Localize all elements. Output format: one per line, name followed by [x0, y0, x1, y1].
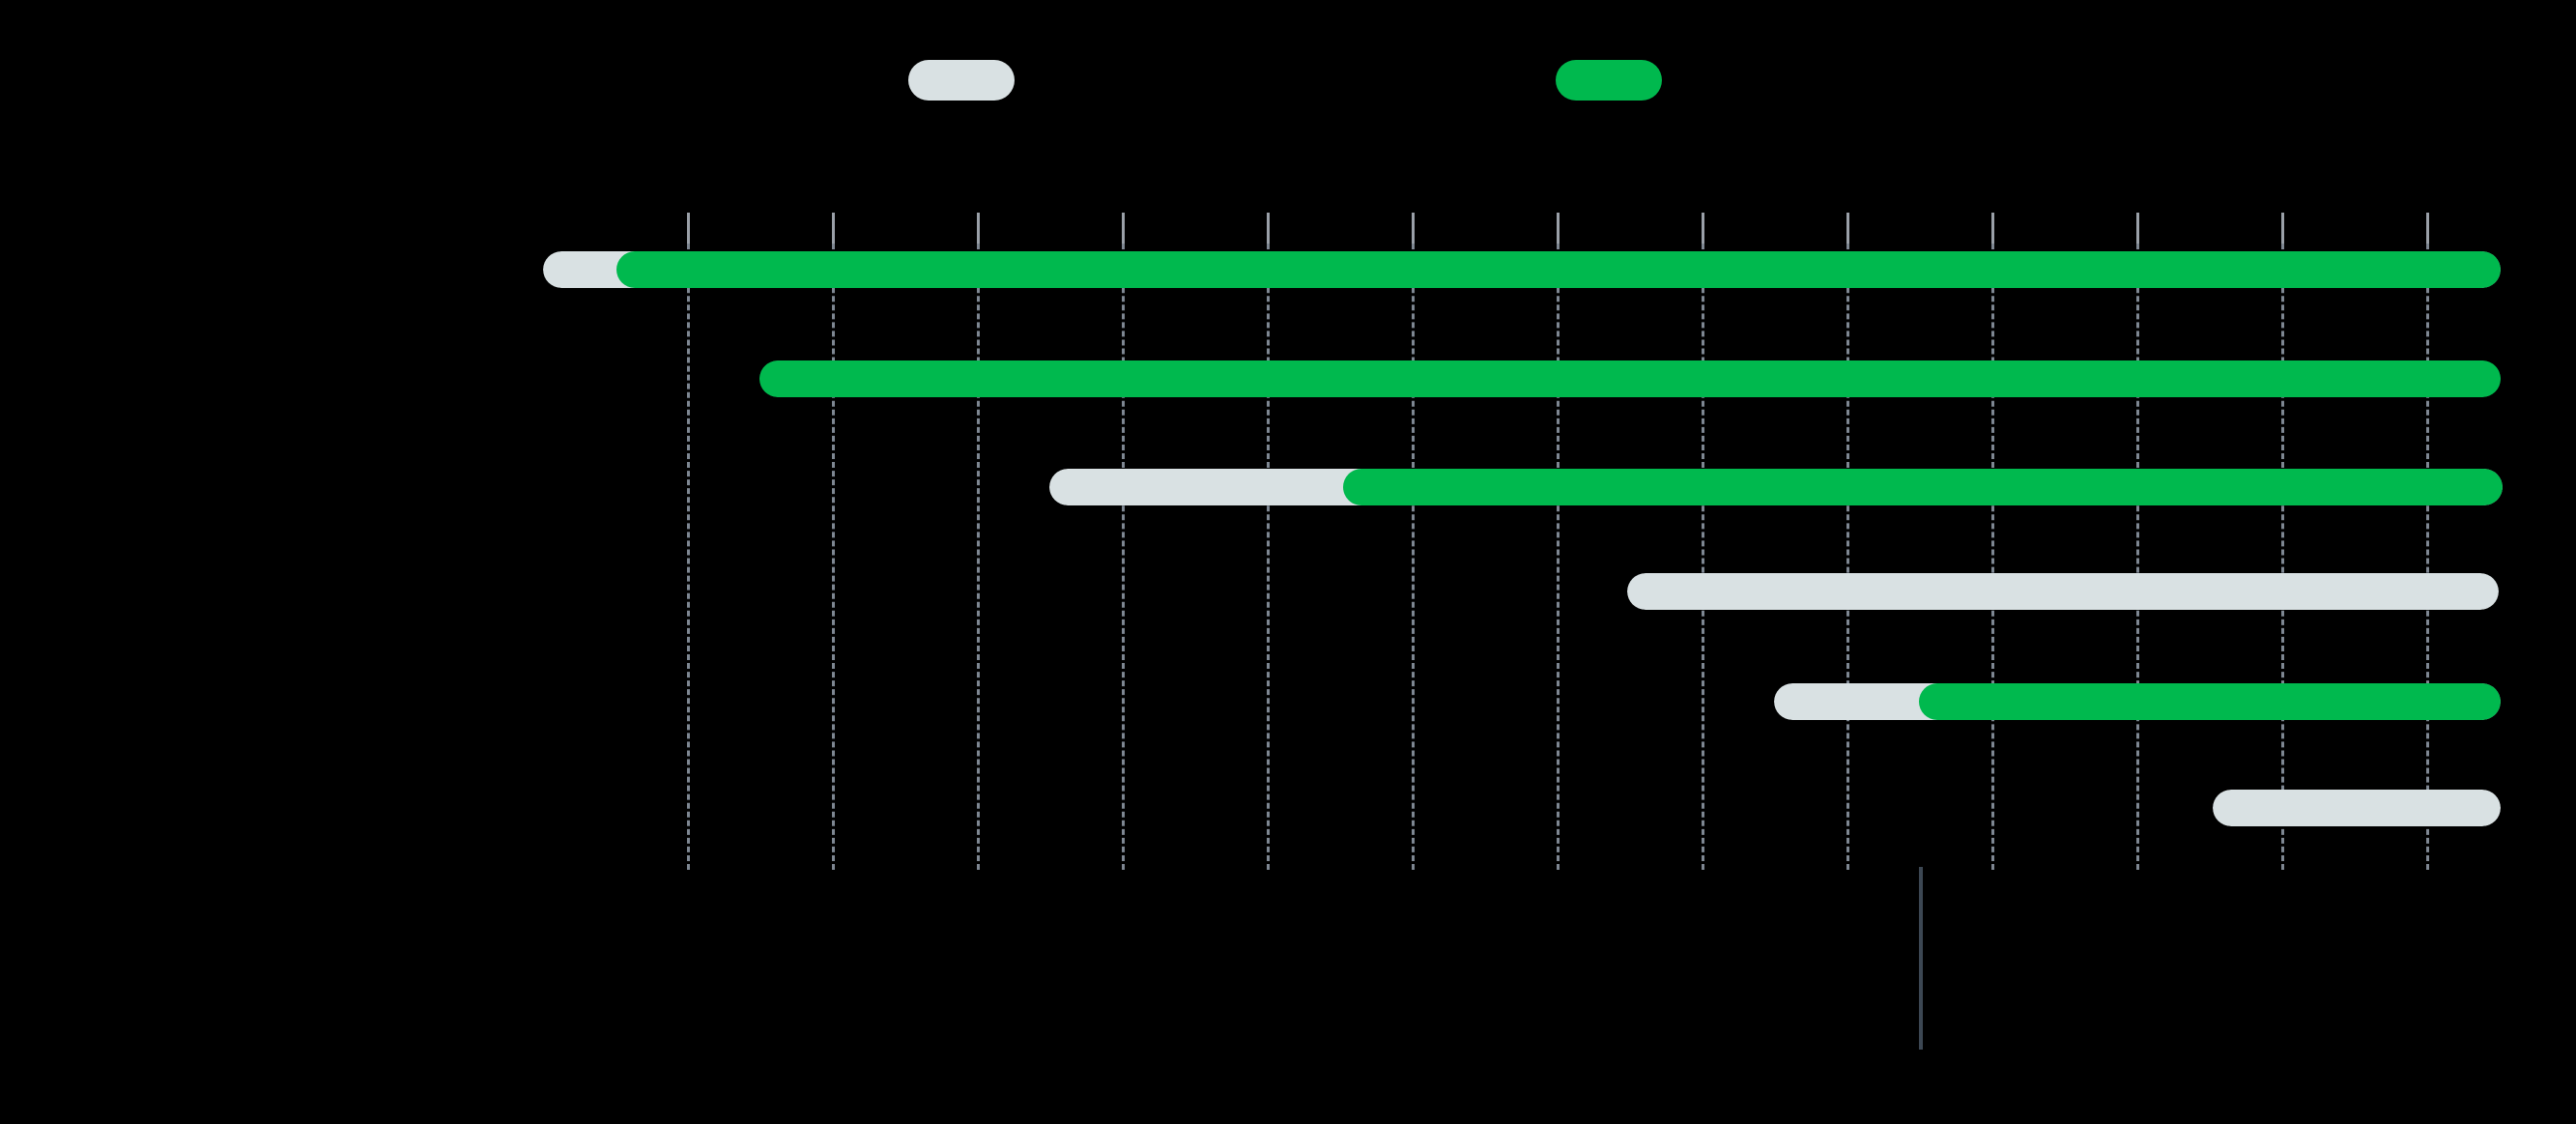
legend-swatch-remaining	[908, 60, 1015, 101]
today-marker[interactable]	[1919, 867, 1923, 1050]
x-axis-gridline	[1412, 244, 1415, 870]
x-axis-tick	[1846, 213, 1849, 244]
x-axis-tick	[1991, 213, 1994, 244]
x-axis-tick	[2281, 213, 2284, 244]
x-axis-tick	[687, 213, 690, 244]
x-axis-gridline	[1991, 244, 1994, 870]
x-axis-tick	[1702, 213, 1704, 244]
gantt-bar[interactable]	[2213, 790, 2501, 826]
x-axis-tick	[2426, 213, 2429, 244]
x-axis-gridline	[977, 244, 980, 870]
x-axis-gridline	[1702, 244, 1704, 870]
gantt-bar-progress	[1343, 469, 2503, 505]
x-axis-gridline	[687, 244, 690, 870]
legend-item-remaining[interactable]	[908, 58, 1030, 102]
x-axis-gridline	[832, 244, 835, 870]
x-axis-tick	[1557, 213, 1560, 244]
gantt-bar-progress	[1919, 683, 2501, 720]
legend-item-progress[interactable]	[1556, 58, 1677, 102]
gantt-bar-remaining	[1627, 573, 2499, 610]
x-axis-gridline	[2136, 244, 2139, 870]
x-axis-gridline	[1557, 244, 1560, 870]
gantt-bar[interactable]	[759, 360, 2501, 397]
gantt-bar[interactable]	[1627, 573, 2499, 610]
x-axis-gridline	[2426, 244, 2429, 870]
x-axis-gridline	[1267, 244, 1270, 870]
x-axis-gridline	[1122, 244, 1125, 870]
chart-legend	[0, 0, 2576, 174]
x-axis-tick	[977, 213, 980, 244]
x-axis-tick	[1122, 213, 1125, 244]
x-axis-tick	[2136, 213, 2139, 244]
x-axis-gridline	[2281, 244, 2284, 870]
gantt-bar[interactable]	[1049, 469, 2503, 505]
gantt-bar[interactable]	[1774, 683, 2501, 720]
gantt-bar-progress	[616, 251, 2501, 288]
gantt-bar-progress	[759, 360, 2501, 397]
x-axis-tick	[1267, 213, 1270, 244]
x-axis-tick	[1412, 213, 1415, 244]
legend-swatch-progress	[1556, 60, 1662, 101]
gantt-bar[interactable]	[543, 251, 2501, 288]
x-axis-gridline	[1846, 244, 1849, 870]
x-axis-tick	[832, 213, 835, 244]
gantt-bar-remaining	[2213, 790, 2501, 826]
